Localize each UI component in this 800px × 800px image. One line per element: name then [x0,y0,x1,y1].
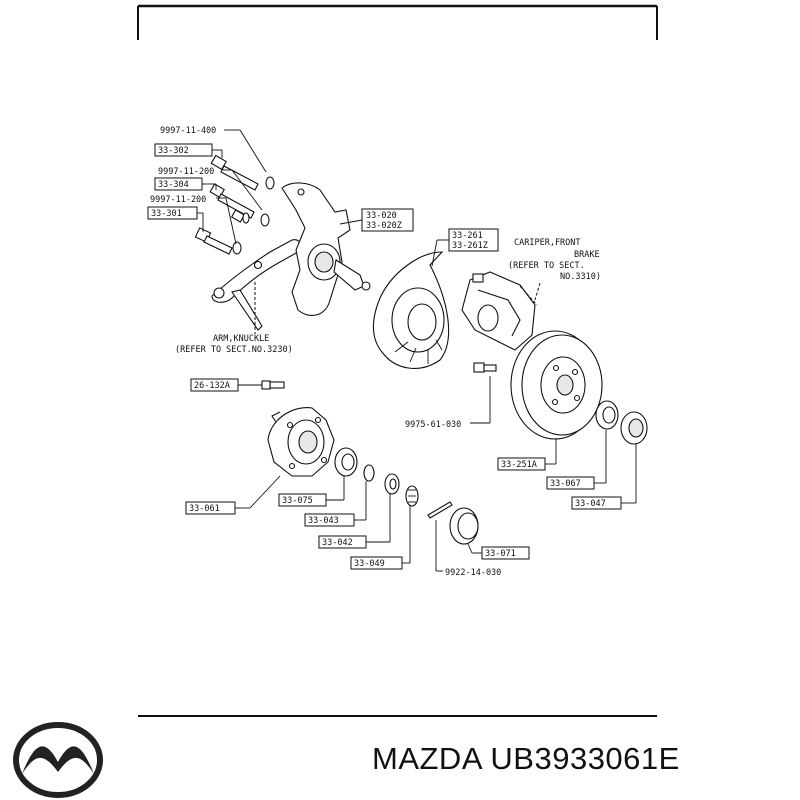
lock-33-049 [405,485,419,507]
bolt-9975-61-030 [473,362,497,373]
note-arm-line1: ARM,KNUCKLE [213,334,269,344]
label-9975-61-030: 9975-61-030 [405,420,461,430]
bolt-9997-200 [230,209,250,224]
brand-part-number: MAZDA UB3933061E [372,741,680,776]
note-caliper-line4: NO.3310) [560,272,601,282]
label-9922-14-030: 9922-14-030 [445,568,501,578]
wheel-hub-part [267,407,335,477]
brake-caliper-part [461,271,538,351]
dust-shield-part [372,251,450,369]
label-33-302: 33-302 [158,146,189,156]
bolt-33-301 [194,227,242,255]
note-arm-line2: (REFER TO SECT.NO.3230) [175,345,293,355]
label-33-075: 33-075 [282,496,313,506]
note-caliper-line3: (REFER TO SECT. [508,261,585,271]
label-33-261z: 33-261Z [452,241,488,251]
label-9997-11-400: 9997-11-400 [160,126,216,136]
label-33-020z: 33-020Z [366,221,402,231]
stud-26-132a [261,380,285,390]
label-33-020: 33-020 [366,211,397,221]
note-caliper-line2: BRAKE [574,250,600,260]
bearing-33-067 [595,400,619,430]
seal-33-075 [334,447,358,477]
label-33-067: 33-067 [550,479,581,489]
bolt-33-302 [210,154,275,191]
label-26-132a: 26-132A [194,381,230,391]
label-9997-11-200-a: 9997-11-200 [158,167,214,177]
washer-33-043 [363,464,375,482]
label-33-251a: 33-251A [501,460,537,470]
label-9997-11-200-b: 9997-11-200 [150,195,206,205]
steering-knuckle-part [281,182,371,316]
label-33-043: 33-043 [308,516,339,526]
label-33-061: 33-061 [189,504,220,514]
label-33-042: 33-042 [322,538,353,548]
bearing-33-047 [620,411,648,445]
label-33-261: 33-261 [452,231,483,241]
cotter-pin-part [427,501,453,519]
nut-33-042 [384,473,400,495]
cap-33-071 [449,507,479,545]
knuckle-arm-part [211,239,302,331]
brake-disc-part [510,330,603,440]
mazda-logo-icon [13,722,103,798]
note-caliper-line1: CARIPER,FRONT [514,238,581,248]
label-33-304: 33-304 [158,180,189,190]
label-33-071: 33-071 [485,549,516,559]
label-33-301: 33-301 [151,209,182,219]
label-33-049: 33-049 [354,559,385,569]
bolt-33-304 [209,183,270,227]
label-33-047: 33-047 [575,499,606,509]
